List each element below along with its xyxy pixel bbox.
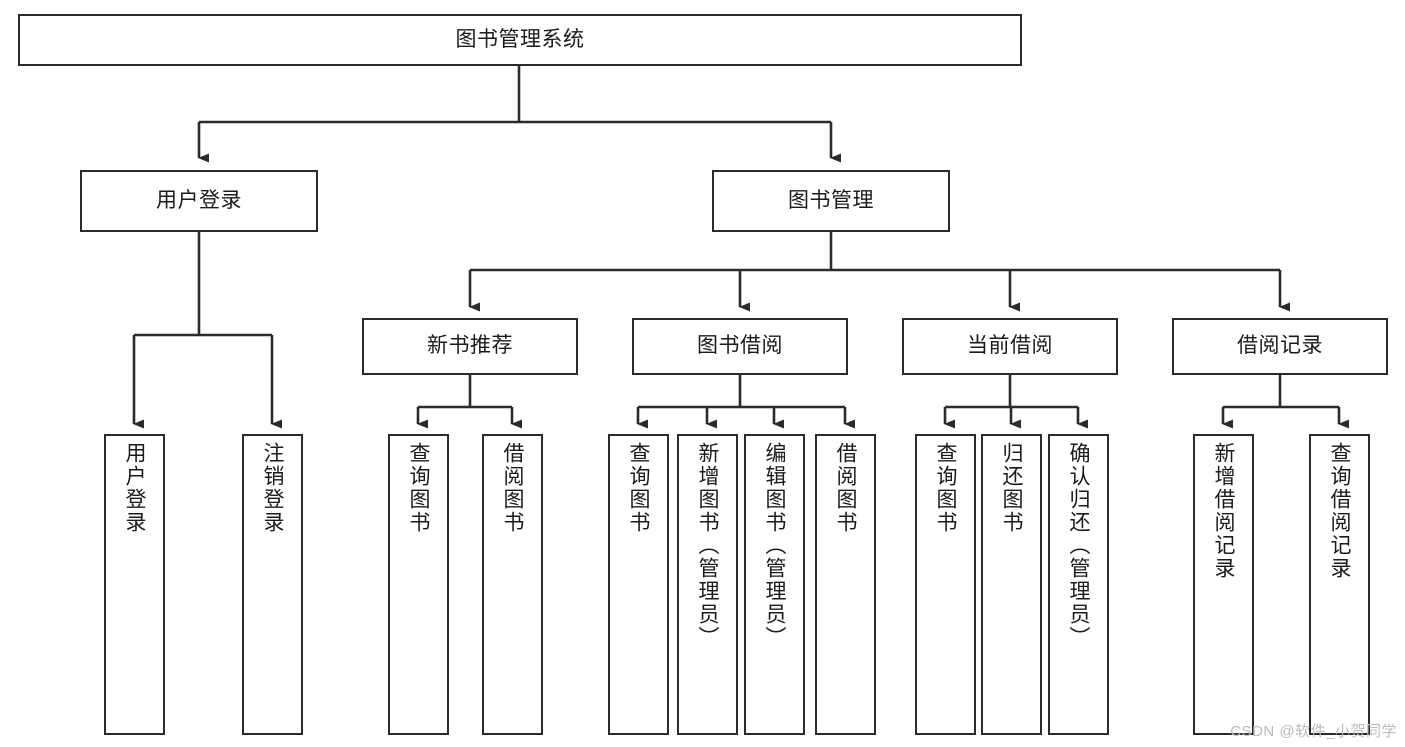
node-leaf-borrow-book-2-label: 借阅图书 [834, 442, 857, 534]
node-new-book-recommend[interactable]: 新书推荐 [362, 318, 578, 375]
node-leaf-user-login[interactable]: 用户登录 [104, 434, 165, 735]
node-book-manage[interactable]: 图书管理 [712, 170, 950, 232]
node-leaf-user-login-label: 用户登录 [123, 442, 146, 534]
node-borrow-record[interactable]: 借阅记录 [1172, 318, 1388, 375]
node-book-manage-label: 图书管理 [788, 188, 874, 212]
node-leaf-return-book-label: 归还图书 [1000, 442, 1023, 534]
node-borrow-record-label: 借阅记录 [1237, 334, 1323, 358]
node-leaf-logout[interactable]: 注销登录 [242, 434, 303, 735]
node-leaf-query-record[interactable]: 查询借阅记录 [1309, 434, 1370, 735]
node-current-borrow-label: 当前借阅 [967, 334, 1053, 358]
node-leaf-add-book[interactable]: 新增图书（管理员） [677, 434, 738, 735]
node-leaf-query-book-1[interactable]: 查询图书 [388, 434, 449, 735]
node-leaf-borrow-book-1-label: 借阅图书 [501, 442, 524, 534]
node-leaf-borrow-book-1[interactable]: 借阅图书 [482, 434, 543, 735]
node-leaf-query-book-1-label: 查询图书 [407, 442, 430, 534]
node-user-login-label: 用户登录 [156, 188, 242, 212]
node-leaf-return-book[interactable]: 归还图书 [981, 434, 1042, 735]
node-leaf-edit-book[interactable]: 编辑图书（管理员） [744, 434, 805, 735]
node-leaf-query-book-3[interactable]: 查询图书 [915, 434, 976, 735]
node-leaf-query-book-2-label: 查询图书 [627, 442, 650, 534]
node-leaf-borrow-book-2[interactable]: 借阅图书 [815, 434, 876, 735]
node-user-login[interactable]: 用户登录 [80, 170, 318, 232]
node-leaf-add-record[interactable]: 新增借阅记录 [1193, 434, 1254, 735]
node-leaf-add-book-label: 新增图书（管理员） [696, 442, 719, 649]
node-leaf-edit-book-label: 编辑图书（管理员） [763, 442, 786, 649]
node-leaf-add-record-label: 新增借阅记录 [1212, 442, 1235, 580]
node-leaf-query-record-label: 查询借阅记录 [1328, 442, 1351, 580]
node-leaf-confirm-return[interactable]: 确认归还（管理员） [1048, 434, 1109, 735]
node-leaf-query-book-3-label: 查询图书 [934, 442, 957, 534]
node-book-borrow-label: 图书借阅 [697, 334, 783, 358]
node-root-label: 图书管理系统 [455, 27, 585, 51]
node-leaf-confirm-return-label: 确认归还（管理员） [1067, 442, 1090, 649]
node-current-borrow[interactable]: 当前借阅 [902, 318, 1118, 375]
node-leaf-query-book-2[interactable]: 查询图书 [608, 434, 669, 735]
node-root[interactable]: 图书管理系统 [18, 14, 1022, 66]
node-leaf-logout-label: 注销登录 [261, 442, 284, 534]
node-new-book-recommend-label: 新书推荐 [427, 334, 513, 358]
node-book-borrow[interactable]: 图书借阅 [632, 318, 848, 375]
